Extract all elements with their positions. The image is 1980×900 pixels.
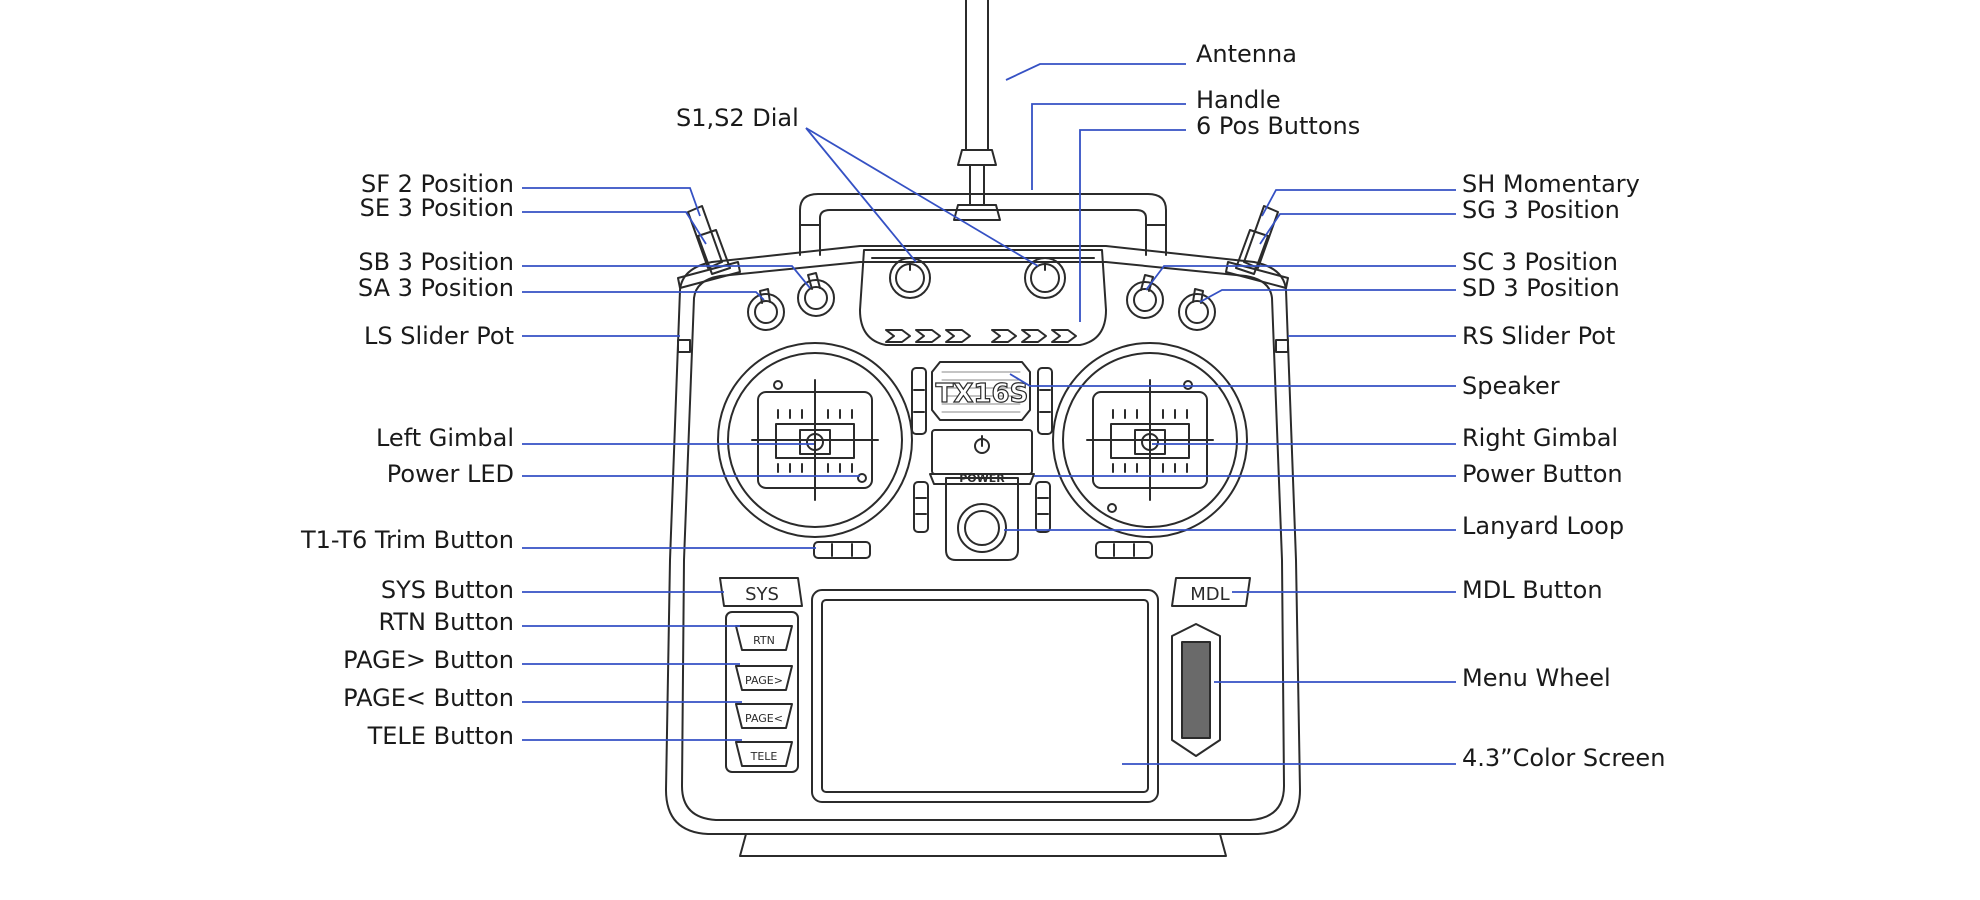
rtn-button-label: RTN [753, 634, 775, 647]
antenna-part [953, 0, 1001, 221]
leader-lines [522, 63, 1456, 765]
device-logo-text: TX16S [936, 379, 1029, 409]
label-antenna: Antenna [1196, 40, 1297, 68]
label-page-prev-button: PAGE< Button [343, 684, 514, 712]
label-sa-3-position: SA 3 Position [357, 274, 514, 302]
label-speaker: Speaker [1462, 372, 1560, 400]
label-sf-2-position: SF 2 Position [360, 170, 514, 198]
tele-button-label: TELE [750, 750, 778, 763]
label-ls-slider-pot: LS Slider Pot [363, 322, 514, 350]
label-sg-3-position: SG 3 Position [1462, 196, 1620, 224]
speaker-part [931, 361, 1031, 421]
right-gimbal-part [1052, 342, 1248, 538]
leader-sh [1261, 189, 1456, 217]
label-six-pos-buttons: 6 Pos Buttons [1196, 112, 1361, 140]
left-button-column [725, 611, 799, 773]
label-rtn-button: RTN Button [378, 608, 514, 636]
label-sb-3-position: SB 3 Position [358, 248, 514, 276]
label-trim-button: T1-T6 Trim Button [300, 526, 514, 554]
six-pos-buttons [885, 329, 1077, 343]
label-se-3-position: SE 3 Position [359, 194, 514, 222]
label-mdl-button: MDL Button [1462, 576, 1603, 604]
s2-dial-icon [1024, 257, 1066, 299]
label-lanyard-loop: Lanyard Loop [1462, 512, 1625, 540]
label-color-screen: 4.3”Color Screen [1462, 744, 1666, 772]
leader-antenna [1005, 63, 1186, 81]
leader-s1-dial [805, 127, 917, 263]
handle-part [799, 193, 1167, 256]
mdl-button-part [1171, 577, 1251, 607]
menu-wheel-part [1171, 623, 1221, 757]
label-left-gimbal: Left Gimbal [375, 424, 514, 452]
center-trim-columns [911, 367, 1053, 533]
leader-speaker [1009, 373, 1456, 387]
leader-sf [522, 187, 701, 217]
label-power-button: Power Button [1462, 460, 1623, 488]
leader-sd [1199, 289, 1456, 303]
label-menu-wheel: Menu Wheel [1462, 664, 1611, 692]
label-sh-momentary: SH Momentary [1462, 170, 1640, 198]
label-page-next-button: PAGE> Button [343, 646, 514, 674]
power-button-label: POWER [959, 472, 1005, 485]
leader-sa [522, 291, 765, 301]
leader-sc [1145, 265, 1456, 291]
leader-sg [1259, 213, 1456, 245]
label-sc-3-position: SC 3 Position [1462, 248, 1618, 276]
label-tele-button: TELE Button [367, 722, 514, 750]
label-power-led: Power LED [386, 460, 514, 488]
right-switches [1126, 205, 1289, 331]
label-s1-s2-dial: S1,S2 Dial [676, 104, 799, 132]
leader-sb [522, 265, 811, 289]
horizontal-trims [813, 541, 1153, 559]
page-prev-button-label: PAGE< [745, 712, 783, 725]
label-right-gimbal: Right Gimbal [1462, 424, 1619, 452]
left-gimbal-part [717, 342, 913, 538]
label-sys-button: SYS Button [380, 576, 514, 604]
left-switches [677, 205, 835, 331]
leader-six-pos [1079, 129, 1186, 322]
mdl-button-label: MDL [1190, 584, 1229, 605]
color-screen-part [811, 589, 1159, 803]
label-sd-3-position: SD 3 Position [1462, 274, 1620, 302]
s1-dial-icon [889, 257, 931, 299]
transmitter-body [665, 245, 1301, 857]
label-rs-slider-pot: RS Slider Pot [1462, 322, 1616, 350]
sys-button-label: SYS [745, 584, 779, 605]
power-button-part [929, 429, 1035, 485]
page-next-button-label: PAGE> [745, 674, 783, 687]
leader-handle [1031, 103, 1186, 190]
lanyard-loop-part [945, 477, 1019, 561]
label-handle: Handle [1196, 86, 1281, 114]
leader-s2-dial [805, 127, 1039, 267]
leader-se [522, 211, 707, 245]
sys-button-part [719, 577, 803, 607]
